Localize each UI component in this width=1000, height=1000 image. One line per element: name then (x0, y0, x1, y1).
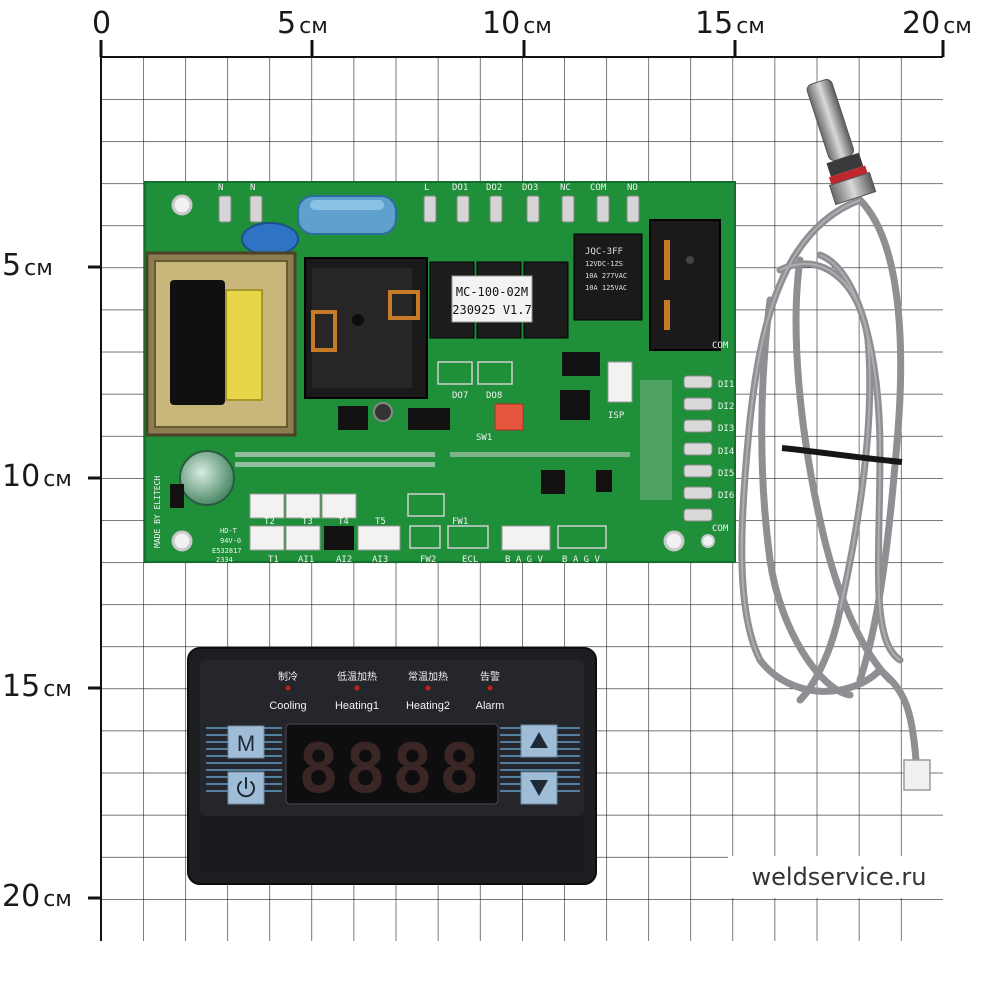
terminal-label-com: COM (590, 183, 607, 193)
bottom-label-ai3: AI3 (372, 555, 388, 565)
do7-label: DO7 (452, 391, 468, 401)
bottom-label-fw2: FW2 (420, 555, 436, 565)
ruler-top-0: 0 (92, 6, 112, 41)
power-icon (237, 777, 255, 798)
relay-label-2: 12VDC-1ZS (585, 260, 623, 268)
terminal-label-n1: N (218, 183, 223, 193)
indicator-heating2-label: Heating2 (406, 700, 450, 712)
indicator-heating1-cn: 低温加热 (337, 670, 377, 683)
di-label-3: DI3 (718, 424, 734, 434)
upper-label-t5: T5 (375, 517, 386, 527)
watermark: weldservice.ru (728, 856, 950, 898)
do8-label: DO8 (486, 391, 502, 401)
indicator-cooling-label: Cooling (269, 700, 306, 712)
terminal-label-do3: DO3 (522, 183, 538, 193)
arrow-up-icon (530, 732, 548, 748)
di-label-5: DI5 (718, 469, 734, 479)
indicator-cooling-cn: 制冷 (278, 670, 298, 683)
relay-label-1: JQC-3FF (585, 247, 623, 257)
isp-label: ISP (608, 411, 625, 421)
bottom-label-bagv-1: B A G V (505, 555, 544, 565)
mode-button[interactable]: M (227, 725, 265, 759)
upper-label-t2: T2 (264, 517, 275, 527)
terminal-label-n2: N (250, 183, 255, 193)
board-model-label: MC-100-02M (456, 285, 528, 299)
temperature-probe (738, 79, 931, 791)
bottom-label-t1: T1 (268, 555, 279, 565)
indicator-alarm-label: Alarm (476, 700, 505, 712)
mode-button-label: M (237, 731, 255, 756)
seven-segment-display: 8888 (298, 730, 486, 809)
indicator-heating1-label: Heating1 (335, 700, 379, 712)
power-button[interactable] (227, 771, 265, 805)
di-label-4: DI4 (718, 447, 734, 457)
relay-com-label: COM (712, 341, 729, 351)
board-version-label: 230925 V1.7 (452, 303, 531, 317)
down-button[interactable] (520, 771, 558, 805)
upper-label-t3: T3 (302, 517, 313, 527)
indicator-heating2-cn: 常温加热 (408, 670, 448, 683)
terminal-label-l: L (424, 183, 429, 193)
terminal-label-nc: NC (560, 183, 571, 193)
cert-label-2: 94V-0 (220, 537, 241, 545)
bottom-label-ai2: AI2 (336, 555, 352, 565)
upper-label-fw1: FW1 (452, 517, 468, 527)
relay-label-4: 10A 125VAC (585, 284, 627, 292)
made-by-label: MADE BY ELITECH (153, 476, 162, 548)
cert-label-1: HD-T (220, 527, 238, 535)
upper-label-t4: T4 (338, 517, 349, 527)
bottom-label-ecl: ECL (462, 555, 478, 565)
di-label-6: DI6 (718, 491, 734, 501)
up-button[interactable] (520, 724, 558, 758)
cert-label-3: E532817 (212, 547, 242, 555)
bottom-label-bagv-2: B A G V (562, 555, 601, 565)
cert-label-4: 2334 (216, 556, 233, 564)
indicator-alarm-cn: 告警 (480, 670, 500, 683)
terminal-label-do1: DO1 (452, 183, 468, 193)
controller-board: MC-100-02M 230925 V1.7 JQC-3FF 12VDC-1ZS… (144, 181, 736, 565)
terminal-label-no: NO (627, 183, 638, 193)
relay-label-3: 10A 277VAC (585, 272, 627, 280)
terminal-label-do2: DO2 (486, 183, 502, 193)
di-label-com: COM (712, 524, 729, 534)
bottom-label-ai1: AI1 (298, 555, 314, 565)
sw1-label: SW1 (476, 433, 492, 443)
display-panel: 制冷 低温加热 常温加热 告警 Cooling Heating1 Heating… (187, 647, 597, 885)
arrow-down-icon (530, 780, 548, 796)
di-label-2: DI2 (718, 402, 734, 412)
di-label-1: DI1 (718, 380, 734, 390)
